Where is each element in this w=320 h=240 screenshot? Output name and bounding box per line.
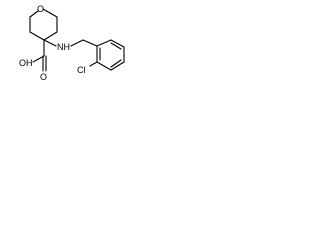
amine-label: NH <box>57 42 70 52</box>
bond-c-oh <box>32 55 45 63</box>
bond-c4-c5 <box>29 31 45 41</box>
bond-ar5-ar6 <box>96 61 112 71</box>
benzene-ring <box>96 39 125 71</box>
bond-ch2-aryl <box>82 39 98 47</box>
oxane-ring <box>29 8 58 41</box>
double-bond-inner-2 <box>110 59 122 68</box>
chloro-label: Cl <box>77 65 86 75</box>
carbonyl-oxygen-label: O <box>40 72 47 82</box>
molecule-diagram: O NH Cl OH O <box>0 0 129 82</box>
bond-ar2-ar3 <box>110 39 125 48</box>
bond-c4-n <box>43 39 57 47</box>
bond-o-c2 <box>42 8 58 18</box>
bond-c3-c4 <box>43 31 58 41</box>
bond-c6-o <box>29 10 39 18</box>
double-bond-inner-1 <box>110 42 122 50</box>
bond-ar4-ar5 <box>110 61 125 71</box>
bond-ar1-ar2 <box>96 39 112 47</box>
bond-aryl-cl <box>89 61 98 67</box>
bond-n-ch2 <box>70 39 84 47</box>
structure-svg: O NH Cl OH O <box>19 4 125 82</box>
hydroxyl-label: OH <box>19 58 33 68</box>
ring-oxygen-label: O <box>37 4 44 14</box>
